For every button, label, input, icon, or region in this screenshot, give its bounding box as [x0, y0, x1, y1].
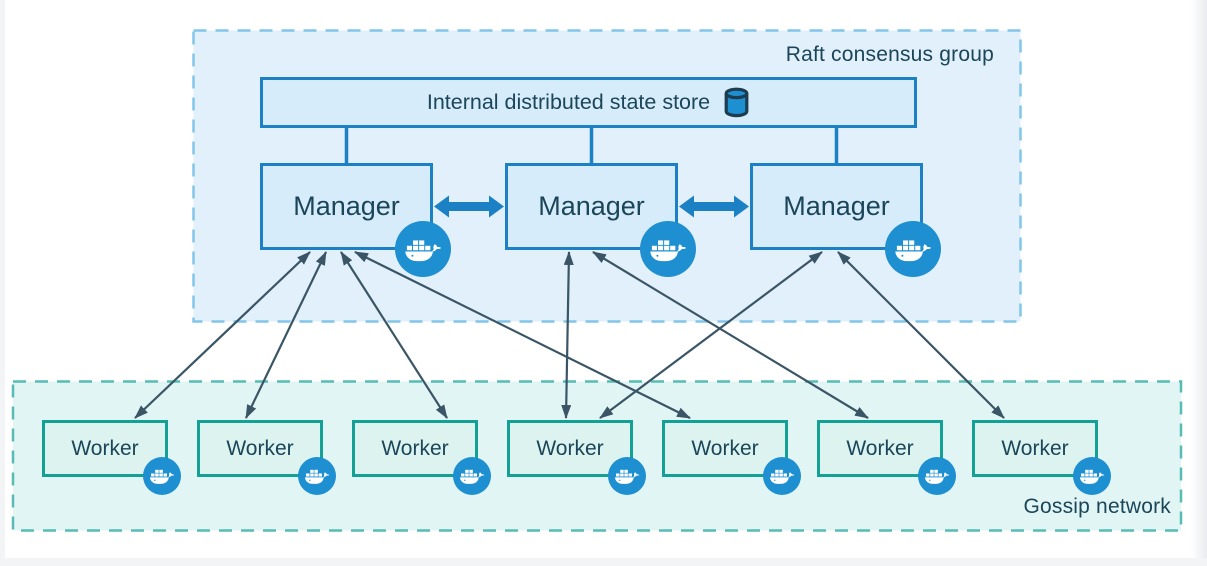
page-edge-shade — [1191, 0, 1207, 566]
manager-box-3: Manager — [750, 163, 941, 277]
state-store-label: Internal distributed state store — [426, 90, 711, 114]
docker-whale-icon — [640, 221, 696, 277]
raft-group-label: Raft consensus group — [785, 43, 994, 66]
docker-whale-icon — [298, 457, 336, 495]
worker-box-1: Worker — [42, 420, 181, 495]
worker-box-5: Worker — [662, 420, 801, 495]
docker-whale-icon — [918, 457, 956, 495]
state-store-box: Internal distributed state store — [260, 77, 917, 128]
worker-box-2: Worker — [197, 420, 336, 495]
docker-whale-icon — [395, 221, 451, 277]
worker-label: Worker — [226, 436, 294, 460]
docker-whale-icon — [143, 457, 181, 495]
manager-label: Manager — [538, 191, 645, 221]
page-edge-shade — [0, 558, 1207, 566]
worker-box-4: Worker — [507, 420, 646, 495]
worker-label: Worker — [691, 436, 759, 460]
manager-label: Manager — [783, 191, 890, 221]
worker-label: Worker — [1001, 436, 1069, 460]
page-edge-shade — [0, 0, 5, 566]
worker-label: Worker — [846, 436, 914, 460]
worker-box-7: Worker — [972, 420, 1111, 495]
manager-box-1: Manager — [260, 163, 451, 277]
manager-label: Manager — [293, 191, 400, 221]
gossip-network-label: Gossip network — [1023, 495, 1171, 518]
docker-whale-icon — [608, 457, 646, 495]
worker-label: Worker — [536, 436, 604, 460]
docker-whale-icon — [885, 221, 941, 277]
worker-box-3: Worker — [352, 420, 491, 495]
manager-box-2: Manager — [505, 163, 696, 277]
docker-whale-icon — [1073, 457, 1111, 495]
database-cylinder-icon — [724, 87, 749, 118]
docker-whale-icon — [453, 457, 491, 495]
docker-whale-icon — [763, 457, 801, 495]
worker-label: Worker — [381, 436, 449, 460]
worker-label: Worker — [71, 436, 139, 460]
worker-box-6: Worker — [817, 420, 956, 495]
